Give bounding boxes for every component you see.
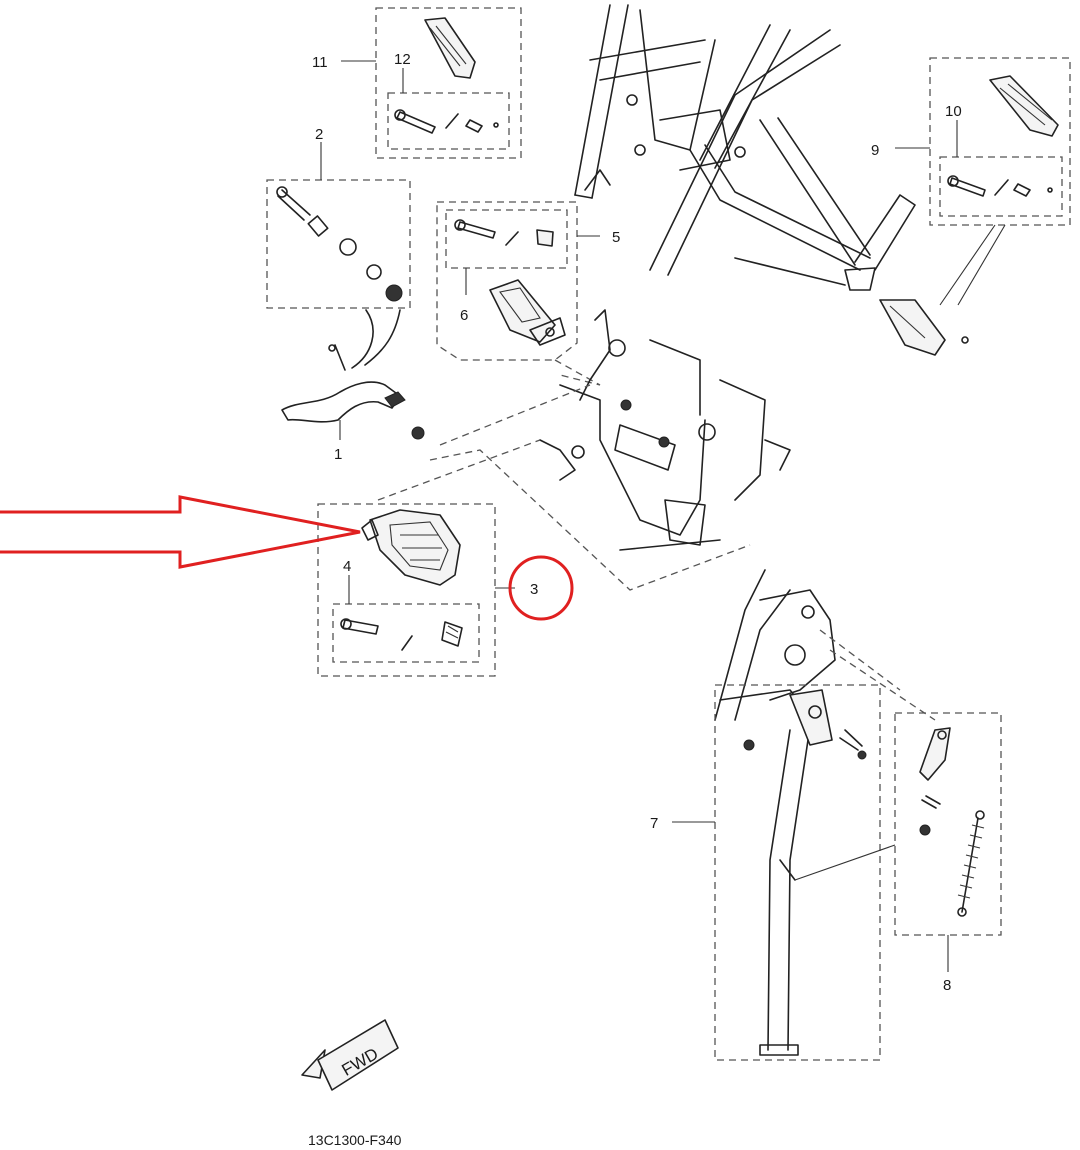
diagram-code: 13C1300-F340 bbox=[308, 1132, 402, 1148]
fwd-direction-arrow: FWD bbox=[301, 1019, 399, 1091]
frame-drawing bbox=[574, 4, 916, 291]
highlight-arrow bbox=[0, 495, 361, 569]
label-8: 8 bbox=[943, 977, 951, 994]
part-group-8 bbox=[894, 712, 1002, 972]
part-group-3 bbox=[317, 503, 515, 677]
highlight-circle bbox=[508, 555, 574, 621]
label-2: 2 bbox=[315, 126, 323, 143]
label-9: 9 bbox=[871, 142, 879, 159]
label-6: 6 bbox=[460, 307, 468, 324]
part-group-1 bbox=[281, 309, 425, 440]
label-7: 7 bbox=[650, 815, 658, 832]
label-4: 4 bbox=[343, 558, 351, 575]
lower-frame-drawing bbox=[377, 309, 791, 591]
part-group-11 bbox=[341, 7, 522, 159]
part-group-2 bbox=[266, 142, 411, 309]
label-11: 11 bbox=[312, 54, 328, 71]
label-12: 12 bbox=[394, 51, 411, 68]
part-group-9 bbox=[879, 57, 1071, 356]
label-1: 1 bbox=[334, 446, 342, 463]
part-group-5 bbox=[436, 201, 600, 361]
label-10: 10 bbox=[945, 103, 962, 120]
part-group-7 bbox=[672, 569, 936, 1061]
label-5: 5 bbox=[612, 229, 620, 246]
label-3: 3 bbox=[530, 581, 538, 598]
